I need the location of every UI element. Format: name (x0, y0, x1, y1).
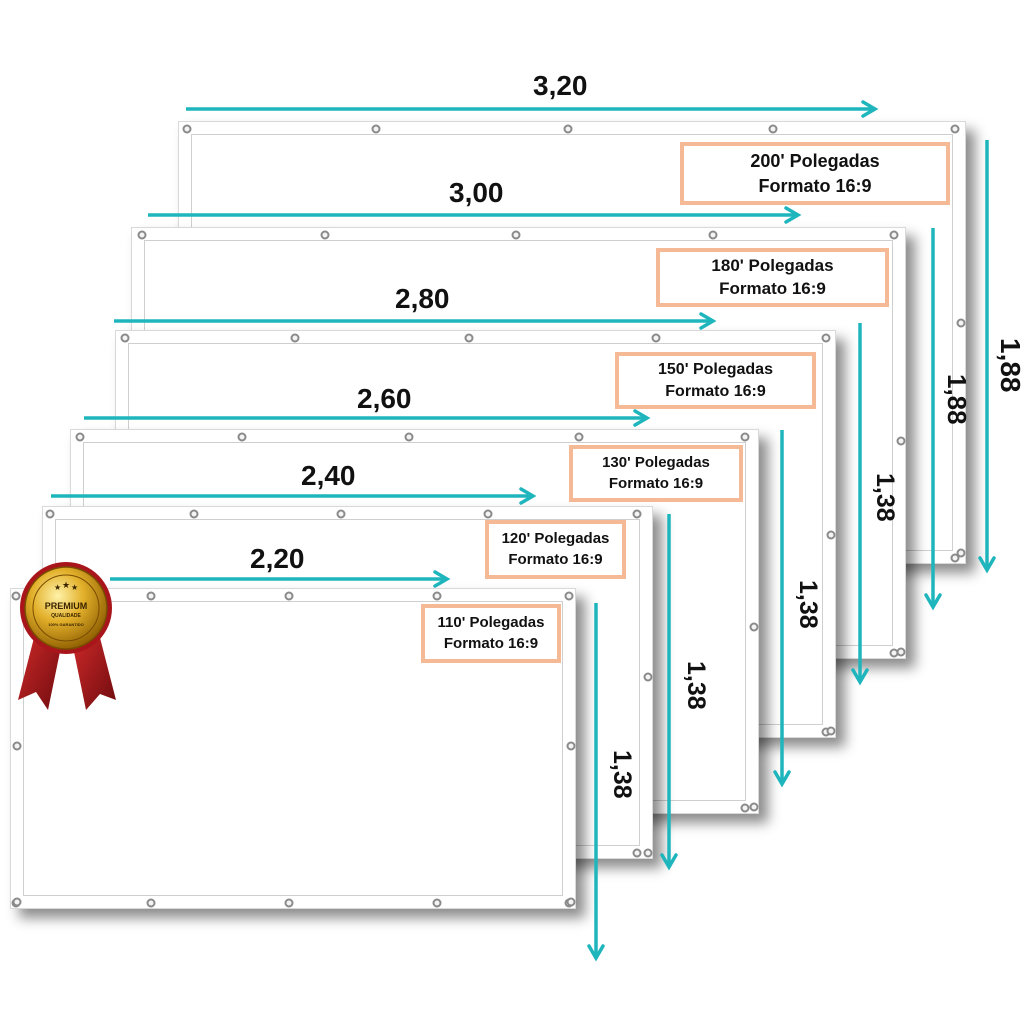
svg-text:★: ★ (54, 583, 61, 592)
size-inches-label: 200' Polegadas (750, 151, 880, 172)
width-dimension-label: 3,20 (533, 70, 588, 101)
grommet-icon (749, 622, 759, 632)
width-dimension-label: 3,00 (449, 177, 504, 208)
grommet-icon (956, 318, 966, 328)
grommet-icon (566, 741, 576, 751)
grommet-icon (11, 591, 21, 601)
grommet-icon (708, 230, 718, 240)
grommet-icon (768, 124, 778, 134)
grommet-icon (12, 741, 22, 751)
premium-quality-seal: ★ ★ ★ PREMIUM QUALIDADE 100% GARANTIDO (14, 560, 134, 715)
grommet-icon (950, 553, 960, 563)
width-arrow (186, 100, 879, 118)
grommet-icon (643, 848, 653, 858)
grommet-icon (290, 333, 300, 343)
grommet-icon (464, 333, 474, 343)
grommet-icon (483, 509, 493, 519)
grommet-icon (643, 672, 653, 682)
grommet-icon (889, 230, 899, 240)
grommet-icon (336, 509, 346, 519)
grommet-icon (404, 432, 414, 442)
height-dimension-label: 1,38 (794, 580, 822, 629)
grommet-icon (45, 509, 55, 519)
height-arrow (978, 140, 996, 574)
premium-quality-seal-icon: ★ ★ ★ (18, 562, 116, 710)
grommet-icon (12, 897, 22, 907)
grommet-icon (563, 124, 573, 134)
height-dimension-label: 1,38 (608, 750, 636, 799)
size-inches-label: 150' Polegadas (658, 360, 773, 378)
grommet-icon (826, 726, 836, 736)
width-dimension-label: 2,40 (301, 460, 356, 491)
grommet-icon (137, 230, 147, 240)
grommet-icon (284, 898, 294, 908)
size-inches-label: 110' Polegadas (437, 614, 545, 632)
height-dimension-label: 1,38 (871, 473, 899, 522)
svg-text:★: ★ (71, 583, 78, 592)
grommet-icon (146, 591, 156, 601)
grommet-icon (821, 333, 831, 343)
grommet-icon (182, 124, 192, 134)
grommet-icon (749, 802, 759, 812)
grommet-icon (896, 647, 906, 657)
aspect-format-label: Formato 16:9 (719, 278, 826, 298)
width-dimension-label: 2,80 (395, 283, 450, 314)
grommet-icon (371, 124, 381, 134)
aspect-format-label: Formato 16:9 (758, 175, 872, 196)
grommet-icon (740, 432, 750, 442)
aspect-format-label: Formato 16:9 (665, 382, 766, 400)
size-inches-label: 130' Polegadas (602, 454, 710, 472)
grommet-icon (566, 897, 576, 907)
svg-text:★: ★ (62, 581, 70, 591)
size-inches-label: 120' Polegadas (501, 530, 610, 548)
grommet-icon (651, 333, 661, 343)
grommet-icon (950, 124, 960, 134)
aspect-format-label: Formato 16:9 (443, 634, 539, 652)
grommet-icon (189, 509, 199, 519)
grommet-icon (284, 591, 294, 601)
grommet-icon (237, 432, 247, 442)
aspect-format-label: Formato 16:9 (608, 474, 704, 492)
grommet-icon (432, 591, 442, 601)
grommet-icon (574, 432, 584, 442)
grommet-icon (120, 333, 130, 343)
grommet-icon (956, 548, 966, 558)
height-dimension-label: 1,88 (995, 338, 1024, 393)
aspect-format-label: Formato 16:9 (508, 550, 603, 568)
grommet-icon (320, 230, 330, 240)
seal-title: PREMIUM (44, 601, 88, 611)
grommet-icon (432, 898, 442, 908)
grommet-icon (740, 803, 750, 813)
seal-guarantee: 100% GARANTIDO (48, 622, 84, 627)
grommet-icon (146, 898, 156, 908)
width-dimension-label: 2,60 (357, 383, 412, 414)
grommet-icon (896, 436, 906, 446)
grommet-icon (826, 530, 836, 540)
grommet-icon (632, 509, 642, 519)
height-dimension-label: 1,38 (682, 661, 710, 710)
seal-subtitle: QUALIDADE (51, 613, 81, 619)
size-inches-label: 180' Polegadas (711, 255, 834, 275)
height-dimension-label: 1,88 (942, 374, 972, 425)
grommet-icon (511, 230, 521, 240)
width-dimension-label: 2,20 (250, 543, 305, 574)
grommet-icon (632, 848, 642, 858)
grommet-icon (564, 591, 574, 601)
grommet-icon (75, 432, 85, 442)
